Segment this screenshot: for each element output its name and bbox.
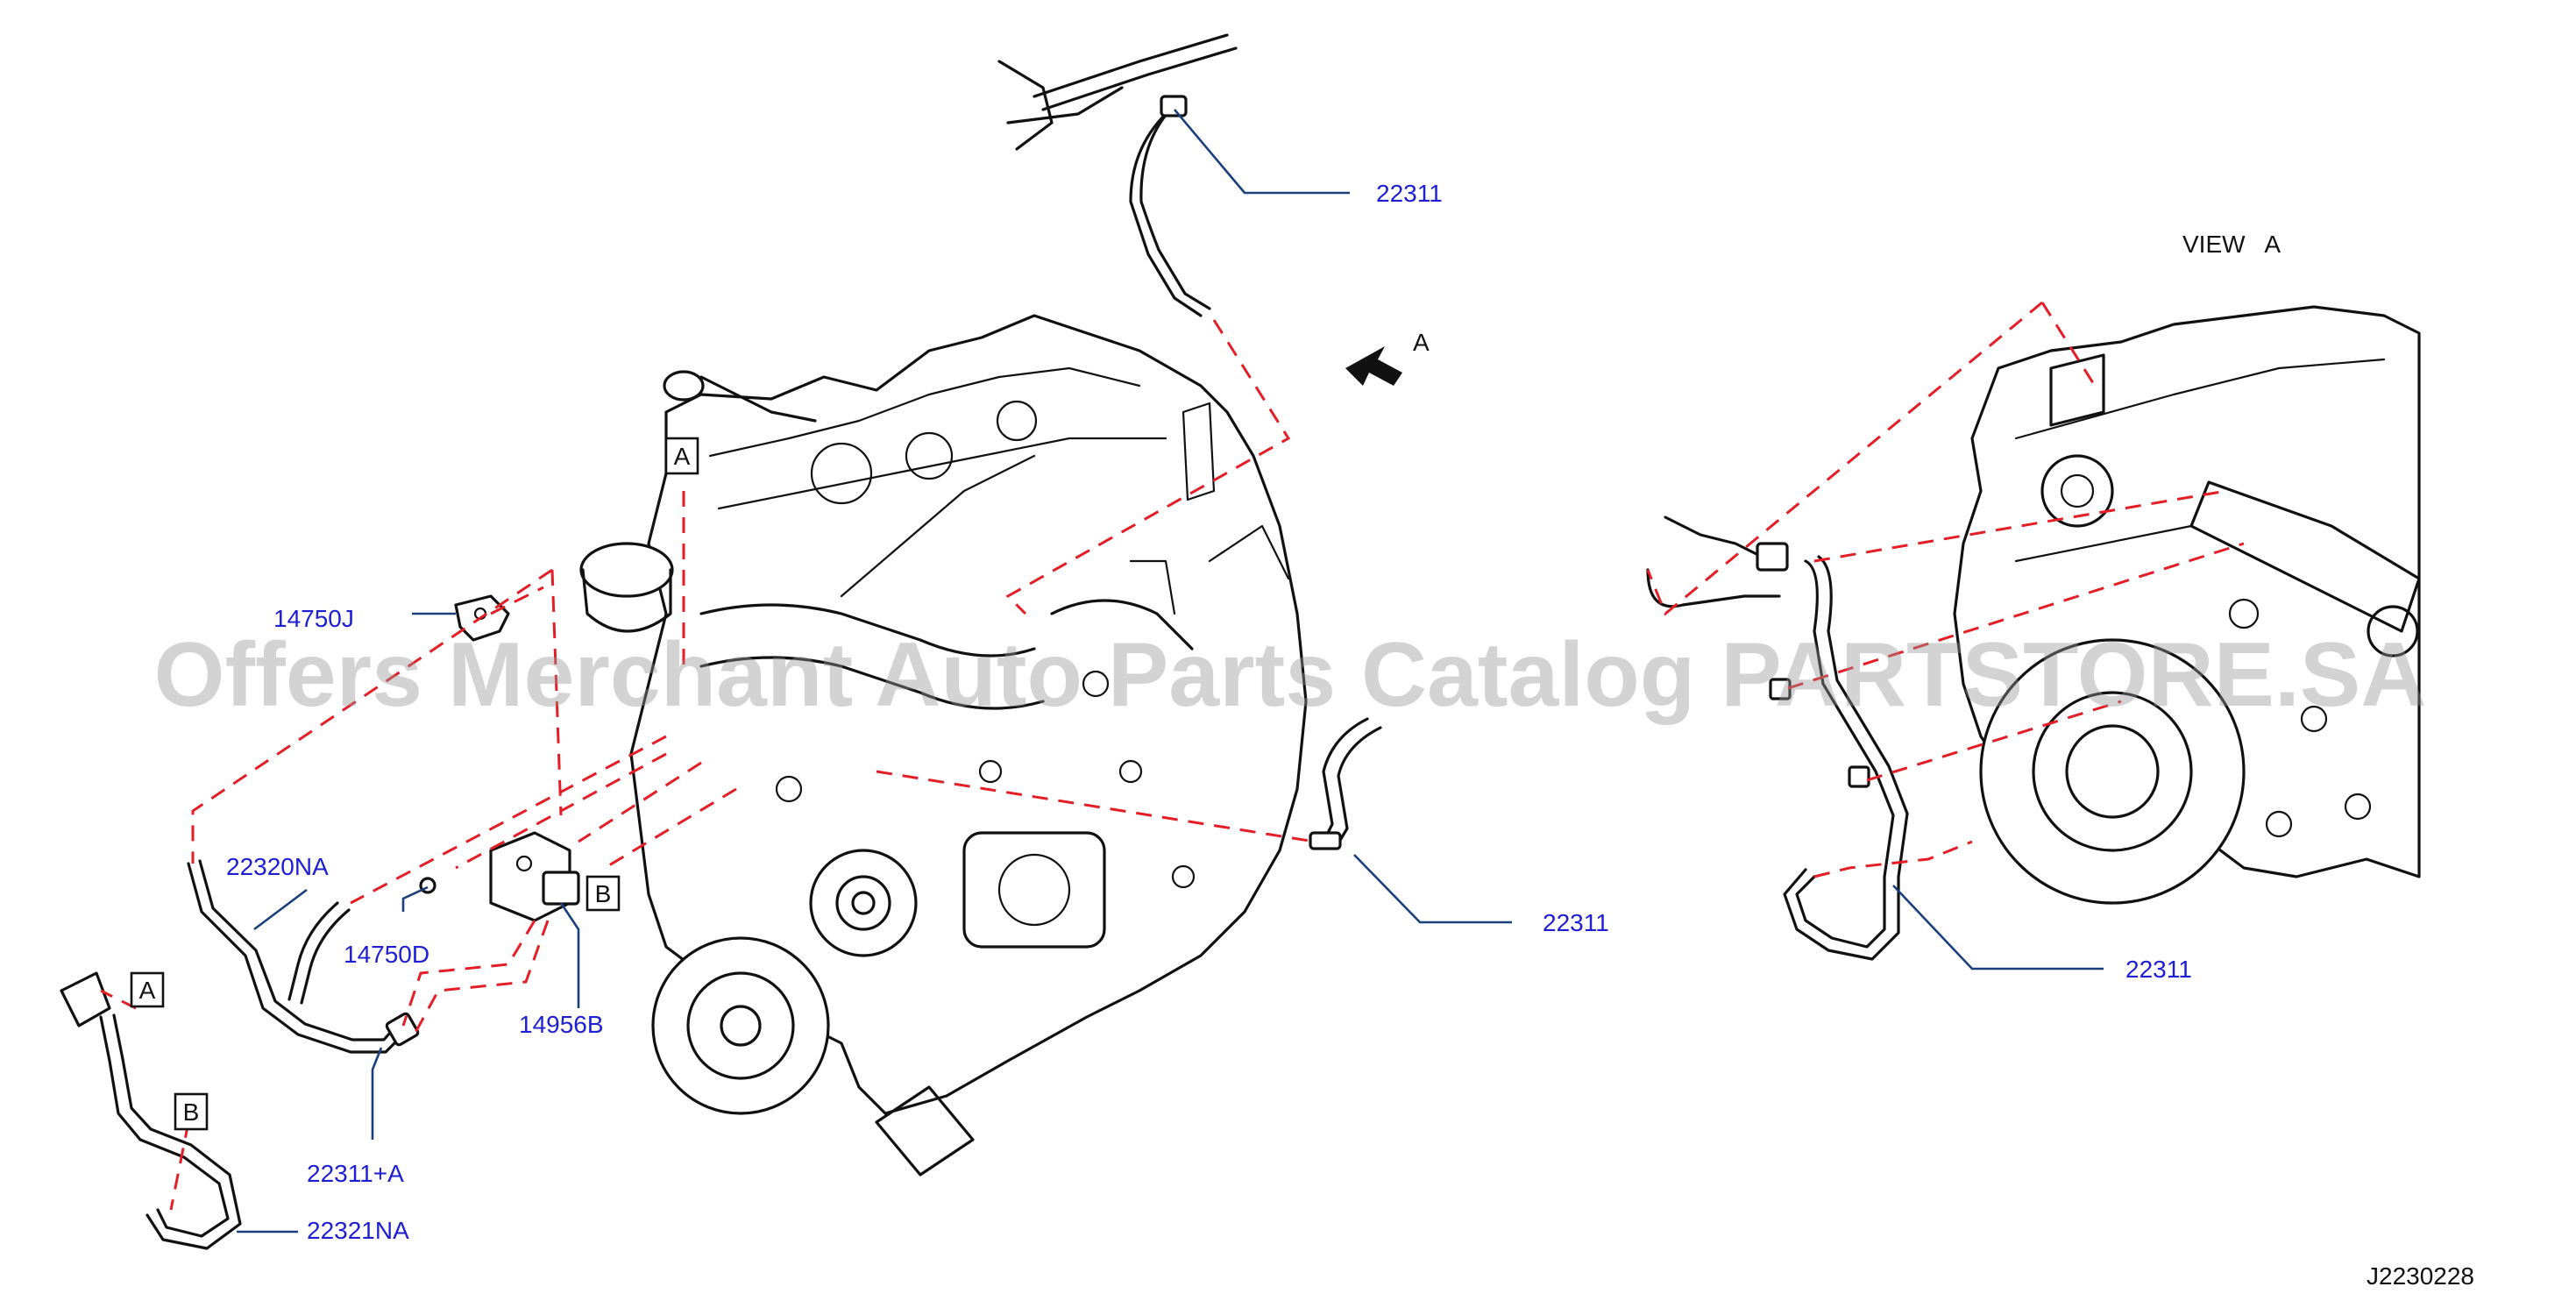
engine-view-a: [1953, 305, 2421, 905]
part-label-14750D: 14750D: [344, 941, 429, 968]
svg-text:B: B: [595, 880, 612, 907]
svg-text:A: A: [1413, 329, 1430, 356]
hose-22321NA: [60, 971, 242, 1250]
hose-22311-mid: [1309, 717, 1382, 850]
callout-box-b-hose: B: [174, 1092, 209, 1131]
callout-box-b-engine: B: [585, 875, 621, 912]
hose-22311-top: [997, 33, 1238, 317]
watermark: Offers Merchant Auto Parts Catalog PARTS…: [154, 624, 2427, 726]
view-arrow: A: [1345, 329, 1430, 386]
part-label-14750J: 14750J: [273, 605, 354, 632]
diagram-code: J2230228: [2367, 1262, 2474, 1290]
svg-text:A: A: [139, 977, 156, 1004]
solenoid-14956B: [489, 831, 580, 922]
callout-box-a-hose: A: [130, 971, 165, 1008]
callout-box-a-engine: A: [664, 437, 699, 475]
leader-lines: [237, 109, 2104, 1233]
view-title: VIEW A: [2182, 231, 2281, 258]
svg-text:B: B: [183, 1098, 200, 1126]
part-label-14956B: 14956B: [519, 1011, 604, 1038]
part-label-22311-view: 22311: [2125, 956, 2192, 983]
connection-lines: [100, 301, 2245, 1211]
hose-22311-view: [1646, 515, 1909, 961]
part-label-22320NA: 22320NA: [226, 853, 329, 880]
engine-main: [579, 314, 1308, 1177]
part-label-22311-mid: 22311: [1543, 909, 1609, 936]
part-label-22311A: 22311+A: [307, 1160, 404, 1187]
svg-text:A: A: [674, 443, 691, 470]
part-label-22311-top: 22311: [1376, 180, 1443, 207]
part-label-22321NA: 22321NA: [307, 1217, 409, 1244]
